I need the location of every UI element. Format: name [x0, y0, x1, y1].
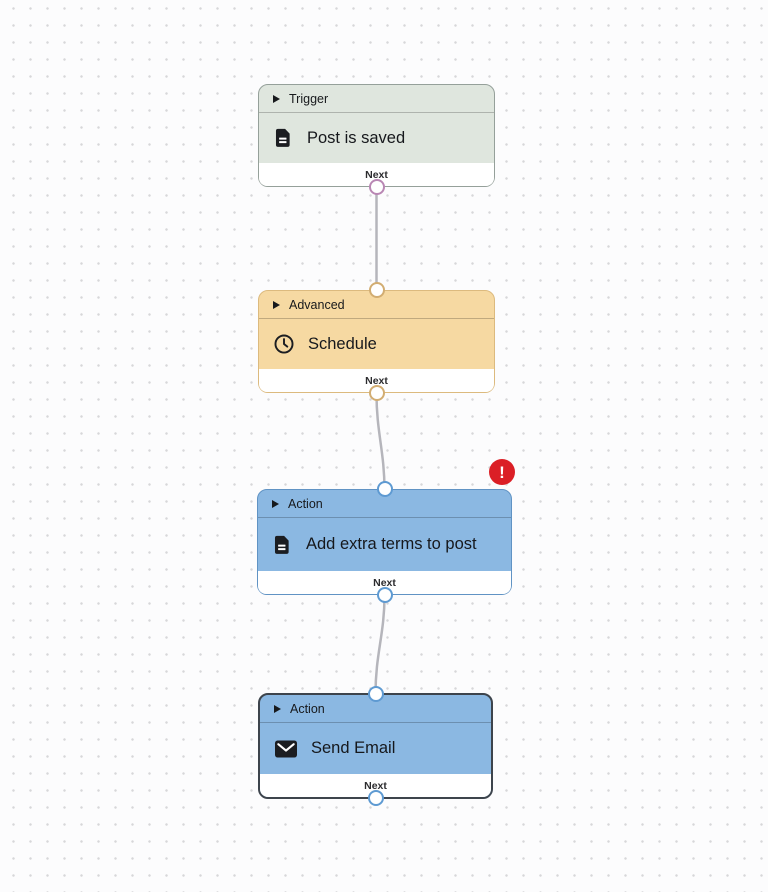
- error-badge[interactable]: !: [489, 459, 515, 485]
- node-action-add-extra-terms[interactable]: Action Add extra terms to post Next !: [257, 459, 515, 603]
- next-label: Next: [365, 374, 388, 387]
- output-port[interactable]: [376, 587, 393, 603]
- node-title: Post is saved: [307, 128, 406, 147]
- node-title: Send Email: [311, 739, 396, 757]
- document-icon: [272, 534, 293, 556]
- next-label: Next: [365, 168, 388, 181]
- node-advanced[interactable]: Advanced Schedule Next: [258, 282, 495, 401]
- node-title: Add extra terms to post: [306, 535, 477, 553]
- collapse-triangle-icon: [273, 94, 280, 103]
- node-body: Post is saved: [259, 113, 494, 163]
- input-port[interactable]: [367, 686, 384, 702]
- next-label: Next: [364, 779, 387, 792]
- node-footer: Next: [259, 369, 494, 392]
- node-header[interactable]: Advanced: [259, 291, 494, 319]
- collapse-triangle-icon: [274, 704, 281, 713]
- node-category-label: Trigger: [289, 91, 329, 106]
- output-port[interactable]: [368, 179, 385, 195]
- node-body: Schedule: [259, 319, 494, 369]
- node-header[interactable]: Action: [260, 695, 491, 723]
- collapse-triangle-icon: [272, 499, 279, 508]
- input-port[interactable]: [376, 481, 393, 497]
- node-body: Add extra terms to post: [258, 518, 511, 571]
- node-title: Schedule: [308, 334, 377, 353]
- connector-edge: [375, 392, 386, 492]
- node-body: Send Email: [260, 723, 491, 774]
- input-port[interactable]: [368, 282, 385, 298]
- node-category-label: Action: [290, 701, 325, 716]
- output-port[interactable]: [367, 790, 384, 806]
- envelope-icon: [274, 739, 298, 759]
- node-footer: Next: [259, 163, 494, 186]
- node-category-label: Action: [288, 496, 323, 511]
- node-category-label: Advanced: [289, 297, 345, 312]
- output-port[interactable]: [368, 385, 385, 401]
- node-header[interactable]: Trigger: [259, 85, 494, 113]
- document-icon: [273, 127, 294, 149]
- node-action-send-email[interactable]: Action Send Email Next: [258, 686, 493, 806]
- node-footer: Next: [258, 571, 511, 594]
- next-label: Next: [373, 576, 396, 589]
- node-header[interactable]: Action: [258, 490, 511, 518]
- collapse-triangle-icon: [273, 300, 280, 309]
- node-trigger[interactable]: Trigger Post is saved Next: [258, 84, 495, 195]
- connector-edge: [374, 594, 386, 696]
- node-footer: Next: [260, 774, 491, 797]
- clock-icon: [273, 333, 295, 355]
